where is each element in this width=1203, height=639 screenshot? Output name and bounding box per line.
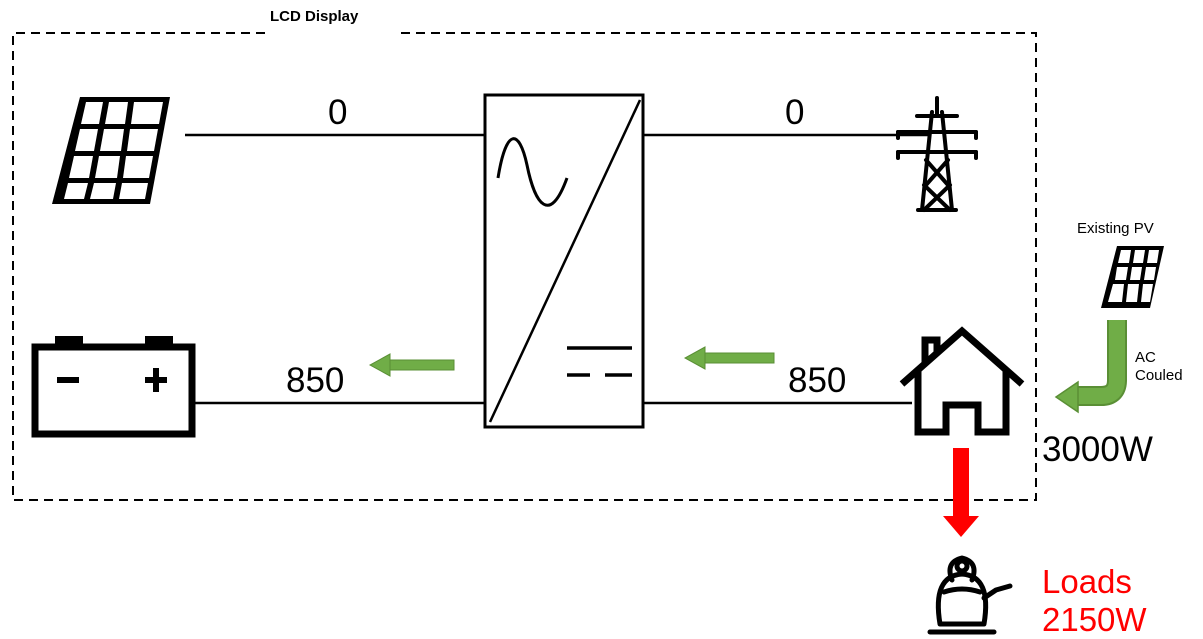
battery-power-value: 850 (286, 361, 345, 400)
loads-label: Loads 2150W (1042, 563, 1147, 639)
lcd-display-title: LCD Display (270, 8, 359, 25)
solar-power-value: 0 (328, 93, 348, 132)
lcd-border (12, 32, 1037, 501)
ac-coupled-line1: AC (1135, 349, 1156, 366)
house-icon (899, 326, 1025, 436)
loads-title: Loads (1042, 563, 1132, 600)
existing-pv-label: Existing PV (1077, 220, 1154, 237)
battery-icon (31, 336, 196, 438)
inverter-icon (483, 93, 645, 429)
load-arrow-icon (943, 448, 979, 537)
ac-coupled-label: AC Couled (1135, 349, 1203, 385)
connection-lines (180, 133, 930, 405)
home-power-value: 850 (788, 361, 847, 400)
solar-panel-icon (52, 97, 170, 204)
kettle-icon (927, 555, 1013, 635)
ac-coupled-arrow-icon (1054, 320, 1127, 414)
grid-power-value: 0 (785, 93, 805, 132)
loads-power: 2150W (1042, 601, 1147, 638)
flow-arrow-home-icon (683, 346, 775, 370)
flow-arrow-battery-icon (368, 353, 455, 377)
existing-pv-power: 3000W (1042, 430, 1153, 469)
pylon-icon (896, 96, 978, 212)
existing-pv-panel-icon (1101, 246, 1164, 308)
ac-coupled-line2: Couled (1135, 367, 1183, 384)
